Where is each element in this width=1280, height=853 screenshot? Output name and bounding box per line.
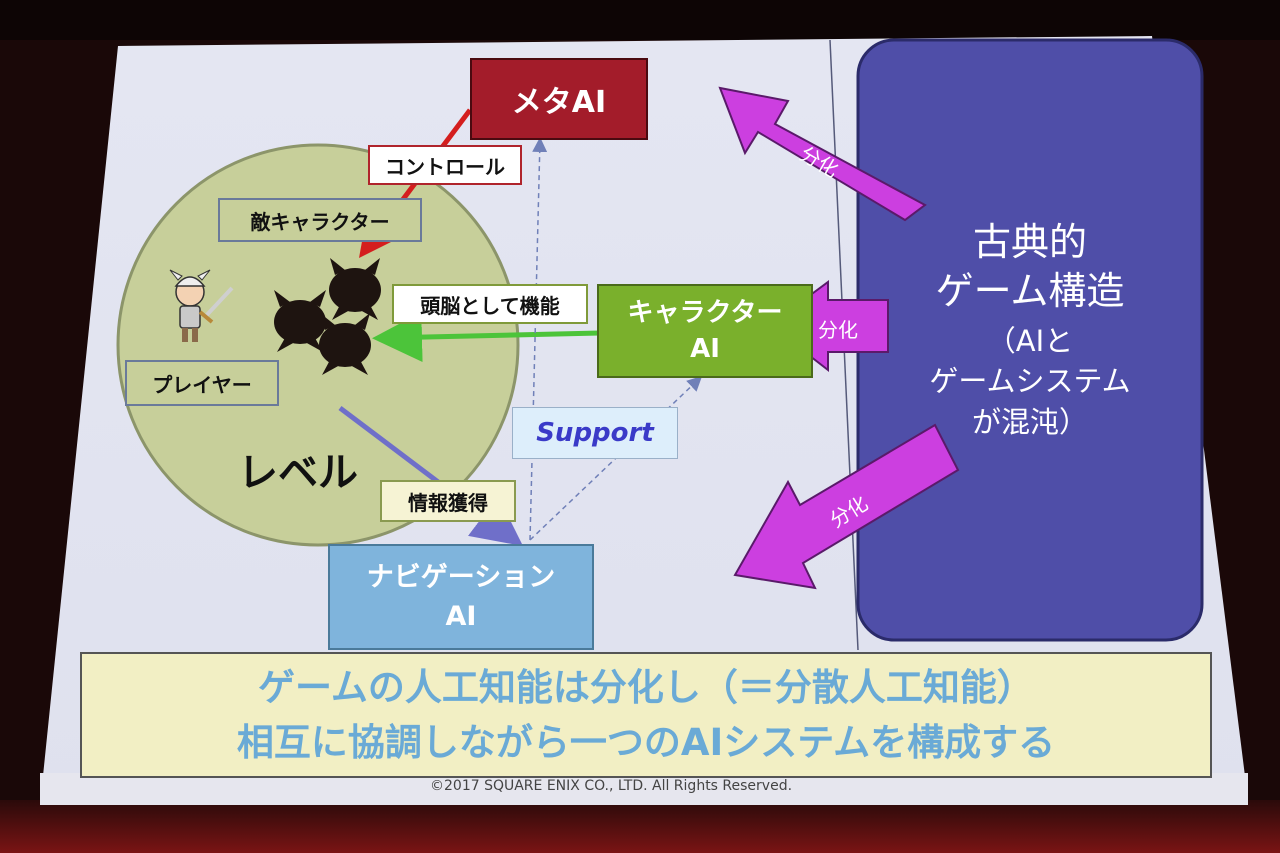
dashed-nav-to-meta	[529, 137, 548, 541]
classic-structure-text: 古典的 ゲーム構造 （AIと ゲームシステム が混沌）	[870, 218, 1190, 443]
conclusion-box: ゲームの人工知能は分化し（＝分散人工知能） 相互に協調しながら一つのAIシステム…	[80, 652, 1212, 778]
stage-curtain	[0, 800, 1280, 853]
enemy-creatures	[274, 258, 381, 375]
classic-line5: が混沌）	[971, 404, 1088, 439]
player-sprite	[169, 269, 234, 342]
enemy-character-label: 敵キャラクター	[218, 198, 422, 242]
dashed-nav-to-character	[529, 375, 703, 541]
classic-line2: ゲーム構造	[935, 269, 1125, 314]
conclusion-line2: 相互に協調しながら一つのAIシステムを構成する	[236, 721, 1056, 764]
brain-arrow	[372, 312, 601, 363]
conclusion-line1: ゲームの人工知能は分化し（＝分散人工知能）	[258, 665, 1034, 709]
navigation-ai-box: ナビゲーション AI	[328, 544, 594, 650]
navigation-ai-line2: AI	[445, 601, 477, 632]
classic-line1: 古典的	[972, 220, 1087, 264]
support-label: Support	[512, 407, 678, 459]
character-ai-line2: AI	[690, 334, 720, 364]
level-label: レベル	[238, 450, 358, 496]
character-ai-box: キャラクター AI	[597, 284, 813, 378]
classic-line4: ゲームシステム	[929, 364, 1131, 399]
stage-top	[0, 0, 1280, 40]
bunka-arrow-top	[718, 86, 927, 222]
meta-ai-box: メタAI	[470, 58, 648, 140]
footer-strip	[40, 773, 1248, 805]
navigation-ai-line1: ナビゲーション	[366, 561, 556, 593]
player-label: プレイヤー	[125, 360, 279, 406]
classic-line3: （AIと	[986, 323, 1074, 358]
info-label: 情報獲得	[380, 480, 516, 522]
copyright-text: ©2017 SQUARE ENIX CO., LTD. All Rights R…	[430, 778, 793, 794]
bunka-label-middle: 分化	[818, 318, 858, 342]
meta-ai-label: メタAI	[511, 85, 607, 120]
bunka-arrow-bottom	[733, 423, 960, 590]
control-label: コントロール	[368, 145, 522, 185]
brain-label: 頭脳として機能	[392, 284, 588, 324]
support-text: Support	[536, 418, 654, 448]
character-ai-line1: キャラクター	[627, 297, 783, 328]
